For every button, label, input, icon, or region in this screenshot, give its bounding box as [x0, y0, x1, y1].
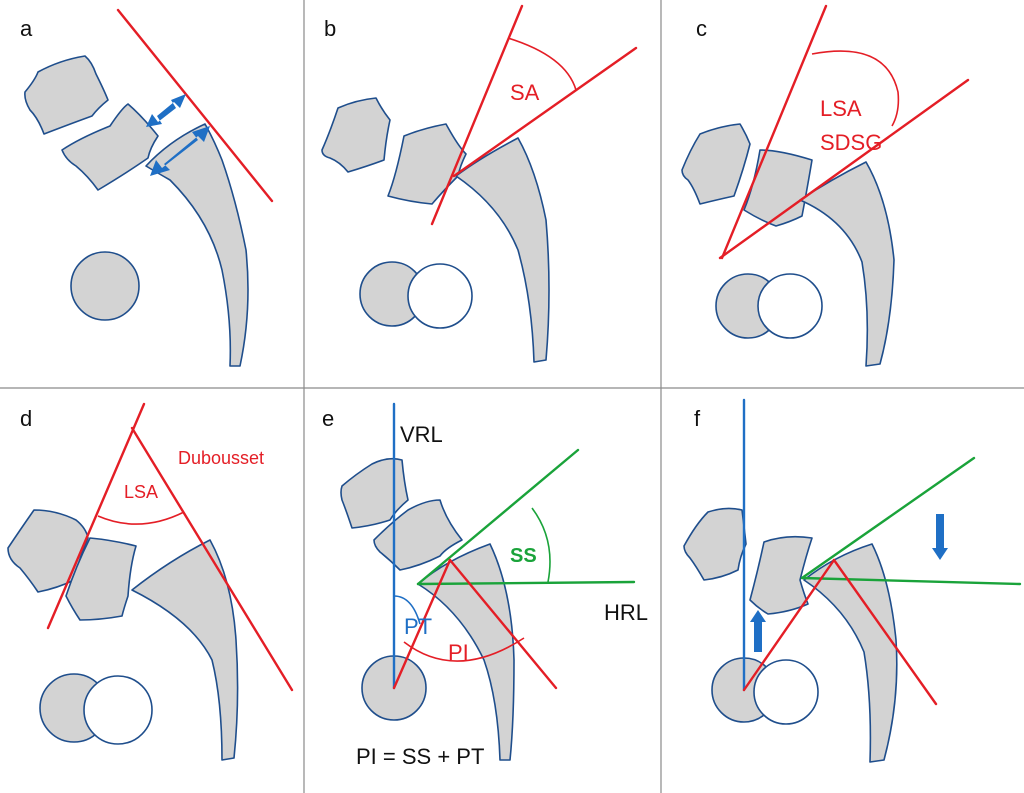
up-arrow-icon — [750, 610, 766, 652]
ss-arc — [531, 507, 551, 583]
hrl-label: HRL — [604, 600, 648, 625]
ss-label: SS — [510, 545, 537, 567]
femoral-head — [70, 251, 140, 321]
sa-arc — [507, 37, 577, 91]
lsa-label: LSA — [124, 482, 158, 502]
lsa-arc — [811, 50, 900, 127]
femoral-head-contralateral — [753, 659, 819, 725]
sacral-line — [130, 426, 294, 692]
pi-arc — [403, 637, 525, 662]
down-arrow-icon — [932, 514, 948, 560]
sdsg-label: SDSG — [820, 130, 882, 155]
panel-letter-a: a — [20, 16, 33, 41]
sa-label: SA — [510, 80, 540, 105]
hrl-line — [800, 576, 1022, 586]
double-headed-arrow-icon — [150, 126, 210, 176]
lsa-arc — [97, 511, 185, 525]
femoral-head-contralateral — [83, 675, 153, 745]
femoral-head-contralateral — [757, 273, 823, 339]
hrl-line — [416, 580, 636, 586]
hip-axis-line — [392, 558, 452, 690]
panel-d: d LSA Dubousset — [7, 402, 294, 761]
panel-a: a — [20, 8, 274, 367]
vertebra-l4 — [321, 97, 391, 173]
sacral-line — [718, 78, 970, 260]
vertebra-l4 — [681, 123, 751, 205]
sacral-slope-line — [416, 448, 580, 586]
femoral-head-contralateral — [407, 263, 473, 329]
double-headed-arrow-icon — [146, 94, 186, 127]
vertebra-l4 — [340, 457, 409, 529]
panel-letter-b: b — [324, 16, 336, 41]
panel-e: e VRL SS HRL PT PI PI = SS + PT — [322, 402, 648, 769]
vertebra-l4 — [24, 55, 109, 135]
panel-letter-e: e — [322, 406, 334, 431]
vertebra-l5 — [65, 537, 137, 621]
vertical-line — [430, 4, 524, 226]
panel-letter-f: f — [694, 406, 701, 431]
lumbar-line — [720, 4, 828, 260]
lumbar-line — [46, 402, 146, 630]
sacrum — [455, 137, 550, 363]
vertebra-l4 — [683, 507, 747, 581]
panel-letter-c: c — [696, 16, 707, 41]
vertebra-l5 — [387, 123, 467, 205]
sacral-perpendicular-line — [832, 558, 938, 706]
vertebra-l5 — [61, 103, 159, 191]
sacrum — [145, 123, 249, 367]
sacrum — [131, 539, 239, 761]
pt-arc — [393, 595, 421, 625]
sacrum — [417, 543, 515, 761]
pi-label: PI — [448, 640, 469, 665]
vrl-label: VRL — [400, 422, 443, 447]
panel-letter-d: d — [20, 406, 32, 431]
hip-axis-line — [742, 558, 836, 692]
sacrum — [799, 161, 895, 367]
reference-line — [116, 8, 274, 203]
panel-f: f — [683, 398, 1022, 763]
vertebra-l5 — [749, 535, 813, 615]
lsa-label: LSA — [820, 96, 862, 121]
sacral-line — [452, 46, 638, 178]
vertebra-l5 — [373, 499, 463, 571]
pt-label: PT — [404, 614, 432, 639]
vertebra-l5 — [743, 149, 813, 227]
sacral-perpendicular-line — [448, 558, 558, 690]
dubousset-label: Dubousset — [178, 448, 264, 468]
pi-formula: PI = SS + PT — [356, 744, 484, 769]
sacral-slope-line — [800, 456, 976, 580]
sacrum — [803, 543, 898, 763]
panel-b: b SA — [321, 4, 638, 363]
panel-c: c LSA SDSG — [681, 4, 970, 367]
